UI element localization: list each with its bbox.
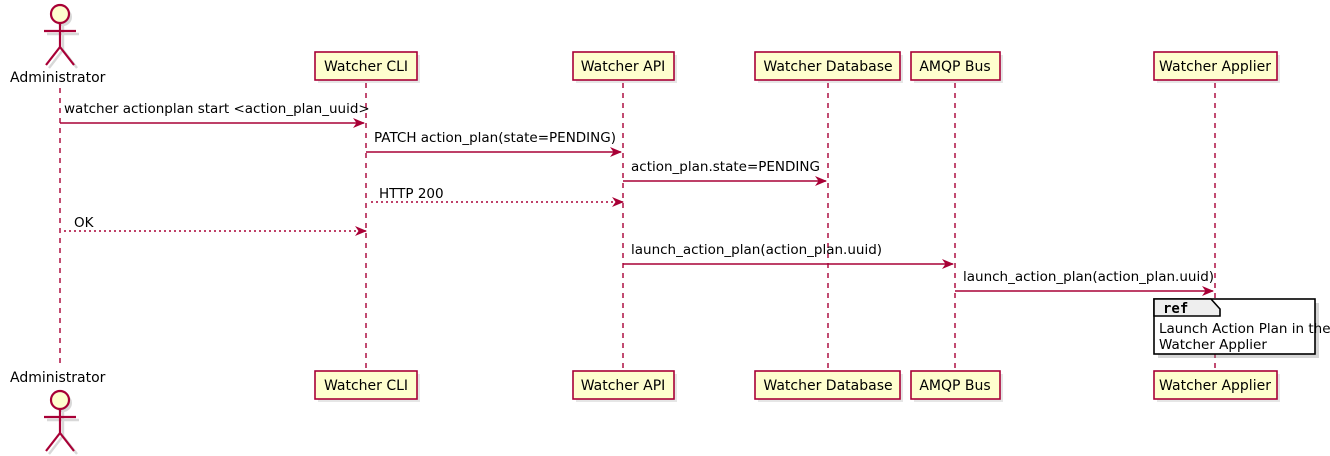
participant-label-bus: AMQP Bus — [919, 59, 990, 75]
ref-tab-label: ref — [1163, 301, 1188, 317]
participant-foot-cli[interactable]: Watcher CLI — [314, 370, 420, 402]
participant-box[interactable] — [314, 370, 418, 400]
participant-head-db[interactable]: Watcher Database — [754, 51, 903, 83]
participant-label-api-bottom: Watcher API — [581, 378, 666, 394]
ref-body-line-1: Launch Action Plan in the — [1159, 321, 1330, 337]
message-label: action_plan.state=PENDING — [631, 159, 820, 175]
participant-box[interactable] — [572, 51, 675, 81]
participant-head-applier[interactable]: Watcher Applier — [1153, 51, 1280, 83]
participant-head-bus[interactable]: AMQP Bus — [910, 51, 1003, 83]
message-m6[interactable]: launch_action_plan(action_plan.uuid) — [623, 242, 954, 269]
participant-label-db-bottom: Watcher Database — [763, 378, 892, 394]
participant-box[interactable] — [1153, 370, 1278, 400]
participant-label-cli-bottom: Watcher CLI — [324, 378, 408, 394]
message-m1[interactable]: watcher actionplan start <action_plan_uu… — [60, 101, 370, 128]
participant-box[interactable] — [314, 51, 418, 81]
actor-admin-bottom[interactable]: Administrator — [10, 370, 106, 455]
participant-label-applier-bottom: Watcher Applier — [1159, 378, 1271, 394]
message-m5[interactable]: OK — [62, 215, 367, 236]
actor-leg-right — [59, 46, 75, 66]
participant-label-applier: Watcher Applier — [1159, 59, 1271, 75]
participant-label-cli: Watcher CLI — [324, 59, 408, 75]
participant-box[interactable] — [910, 370, 1001, 400]
actor-leg-right — [59, 432, 75, 452]
participant-head-cli[interactable]: Watcher CLI — [314, 51, 420, 83]
lifelines-group — [59, 83, 1216, 370]
actor-leg-left — [45, 46, 61, 66]
message-label: PATCH action_plan(state=PENDING) — [374, 130, 616, 146]
ref-fragment[interactable]: ref Launch Action Plan in the Watcher Ap… — [1153, 298, 1330, 358]
message-m3[interactable]: action_plan.state=PENDING — [623, 159, 827, 186]
message-label: OK — [74, 215, 95, 231]
message-label: launch_action_plan(action_plan.uuid) — [963, 269, 1214, 285]
message-label: HTTP 200 — [379, 186, 444, 202]
message-m4[interactable]: HTTP 200 — [368, 186, 624, 207]
participant-label-db: Watcher Database — [763, 59, 892, 75]
actor-head-icon — [49, 389, 71, 411]
actor-leg-left — [45, 432, 61, 452]
ref-tab — [1153, 298, 1221, 317]
participant-foot-db[interactable]: Watcher Database — [754, 370, 903, 402]
participant-head-api[interactable]: Watcher API — [572, 51, 677, 83]
participant-box[interactable] — [572, 370, 675, 400]
actor-label-admin-bottom: Administrator — [10, 370, 106, 386]
participant-label-bus-bottom: AMQP Bus — [919, 378, 990, 394]
participant-label-api: Watcher API — [581, 59, 666, 75]
participant-foot-api[interactable]: Watcher API — [572, 370, 677, 402]
message-label: launch_action_plan(action_plan.uuid) — [631, 242, 882, 258]
actor-head-icon — [49, 3, 71, 25]
participant-box[interactable] — [754, 51, 901, 81]
participant-foot-applier[interactable]: Watcher Applier — [1153, 370, 1280, 402]
ref-body-line-2: Watcher Applier — [1159, 337, 1267, 353]
participant-box[interactable] — [754, 370, 901, 400]
message-label: watcher actionplan start <action_plan_uu… — [64, 101, 370, 117]
participant-box[interactable] — [910, 51, 1001, 81]
message-m2[interactable]: PATCH action_plan(state=PENDING) — [366, 130, 622, 157]
actor-admin-top[interactable]: Administrator — [10, 3, 106, 86]
participant-box[interactable] — [1153, 51, 1278, 81]
message-m7[interactable]: launch_action_plan(action_plan.uuid) — [955, 269, 1214, 296]
actor-label-admin-top: Administrator — [10, 70, 106, 86]
participant-foot-bus[interactable]: AMQP Bus — [910, 370, 1003, 402]
